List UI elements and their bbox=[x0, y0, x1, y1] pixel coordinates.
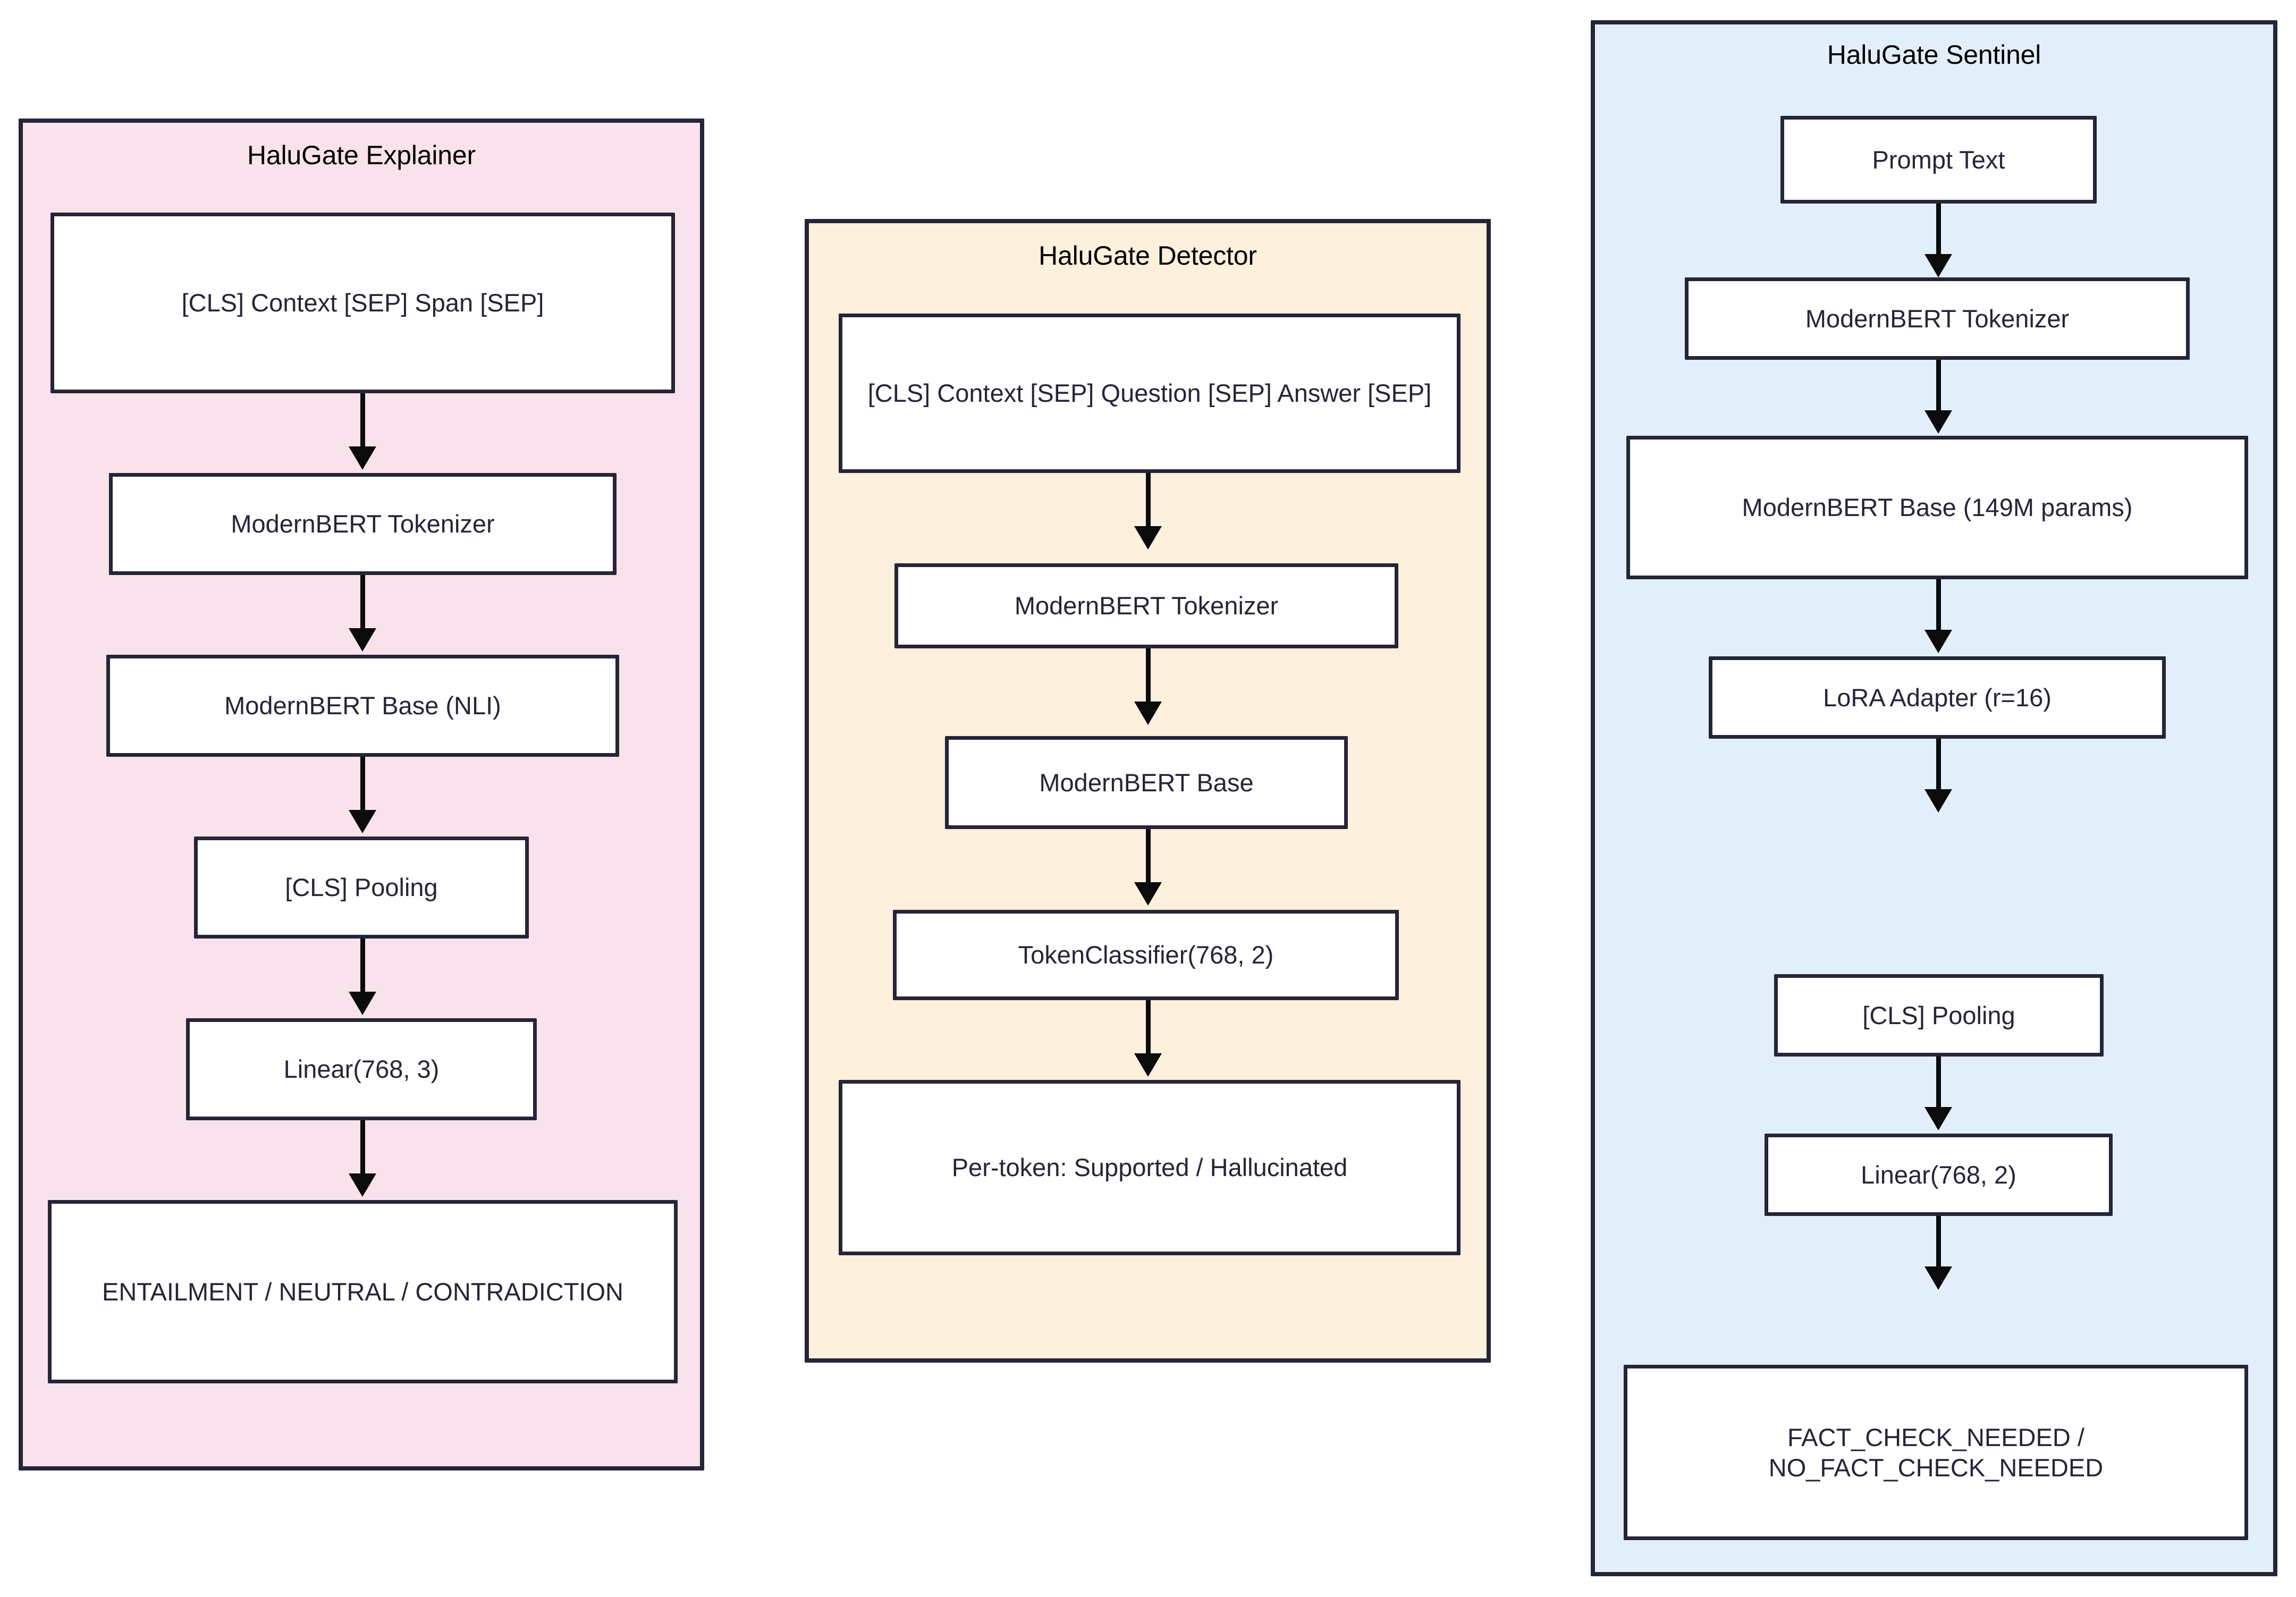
edge-e1-e2 bbox=[360, 393, 365, 455]
edge-arrowhead bbox=[349, 810, 376, 833]
node-label: ENTAILMENT / NEUTRAL / CONTRADICTION bbox=[102, 1277, 623, 1306]
node-detector-base: ModernBERT Base bbox=[945, 736, 1356, 837]
node-label: ModernBERT Base (NLI) bbox=[224, 691, 501, 720]
node-label: ModernBERT Tokenizer bbox=[1014, 592, 1279, 620]
node-detector-tokenizer: ModernBERT Tokenizer bbox=[894, 563, 1406, 656]
cluster-title-explainer: HaluGate Explainer bbox=[247, 140, 476, 170]
edge-arrowhead bbox=[1134, 1053, 1162, 1077]
node-label: ModernBERT Tokenizer bbox=[231, 510, 495, 538]
edge-arrowhead bbox=[349, 992, 376, 1015]
node-label: [CLS] Pooling bbox=[285, 873, 438, 902]
edge-arrowhead bbox=[1924, 789, 1952, 813]
node-explainer-tokenizer: ModernBERT Tokenizer bbox=[109, 473, 624, 583]
node-sentinel-prompt: Prompt Text bbox=[1780, 116, 2105, 212]
edge-s2-s3 bbox=[1936, 360, 1941, 418]
edge-e2-e3 bbox=[360, 575, 365, 637]
edge-arrowhead bbox=[1924, 1107, 1952, 1130]
node-sentinel-output: FACT_CHECK_NEEDED / NO_FACT_CHECK_NEEDED bbox=[1624, 1365, 2256, 1548]
node-label: [CLS] Context [SEP] Question [SEP] Answe… bbox=[867, 379, 1432, 408]
node-explainer-linear: Linear(768, 3) bbox=[186, 1018, 545, 1128]
edge-e4-e5 bbox=[360, 939, 365, 1000]
node-sentinel-lora: LoRA Adapter (r=16) bbox=[1709, 656, 2174, 747]
edge-s3-s4 bbox=[1936, 579, 1941, 638]
node-explainer-pooling: [CLS] Pooling bbox=[194, 836, 537, 947]
edge-s5-s6 bbox=[1936, 1057, 1941, 1115]
node-label: ModernBERT Tokenizer bbox=[1805, 304, 2070, 333]
edge-arrowhead bbox=[1924, 630, 1952, 653]
edge-d2-d3 bbox=[1146, 648, 1151, 710]
edge-arrowhead bbox=[349, 628, 376, 652]
node-label: ModernBERT Base (149M params) bbox=[1742, 493, 2133, 522]
node-label: [CLS] Context [SEP] Span [SEP] bbox=[181, 289, 544, 317]
node-label: Per-token: Supported / Hallucinated bbox=[951, 1153, 1348, 1182]
cluster-title-detector: HaluGate Detector bbox=[1039, 241, 1257, 271]
edge-arrowhead bbox=[1924, 1266, 1952, 1290]
edge-arrowhead bbox=[1924, 410, 1952, 434]
edge-d1-d2 bbox=[1146, 473, 1151, 535]
node-sentinel-tokenizer: ModernBERT Tokenizer bbox=[1685, 277, 2198, 368]
cluster-title-sentinel: HaluGate Sentinel bbox=[1827, 40, 2041, 70]
edge-arrowhead bbox=[1134, 882, 1162, 906]
edge-d3-d4 bbox=[1146, 829, 1151, 891]
node-sentinel-base: ModernBERT Base (149M params) bbox=[1626, 436, 2256, 587]
edge-s6-s7 bbox=[1936, 1216, 1941, 1274]
node-label: Prompt Text bbox=[1872, 145, 2005, 174]
node-label: ModernBERT Base bbox=[1039, 768, 1254, 797]
node-sentinel-pooling: [CLS] Pooling bbox=[1774, 974, 2112, 1064]
node-label: TokenClassifier(768, 2) bbox=[1018, 941, 1274, 969]
node-explainer-output: ENTAILMENT / NEUTRAL / CONTRADICTION bbox=[48, 1200, 686, 1391]
edge-d4-d5 bbox=[1146, 1000, 1151, 1062]
edge-arrowhead bbox=[349, 1173, 376, 1197]
edge-s4-s5 bbox=[1936, 739, 1941, 797]
edge-s1-s2 bbox=[1936, 204, 1941, 262]
edge-arrowhead bbox=[349, 446, 376, 470]
node-label: LoRA Adapter (r=16) bbox=[1823, 683, 2052, 712]
node-sentinel-linear: Linear(768, 2) bbox=[1765, 1134, 2121, 1224]
edge-arrowhead bbox=[1924, 254, 1952, 277]
node-explainer-base: ModernBERT Base (NLI) bbox=[106, 655, 627, 765]
node-detector-input: [CLS] Context [SEP] Question [SEP] Answe… bbox=[839, 314, 1468, 481]
edge-e5-e6 bbox=[360, 1120, 365, 1182]
edge-arrowhead bbox=[1134, 702, 1162, 725]
node-detector-output: Per-token: Supported / Hallucinated bbox=[839, 1080, 1468, 1263]
edge-e3-e4 bbox=[360, 757, 365, 818]
node-detector-tokenclassifier: TokenClassifier(768, 2) bbox=[893, 910, 1407, 1008]
node-label: Linear(768, 3) bbox=[283, 1055, 440, 1084]
node-label: Linear(768, 2) bbox=[1861, 1160, 2016, 1189]
node-label: [CLS] Pooling bbox=[1862, 1001, 2015, 1029]
node-explainer-input: [CLS] Context [SEP] Span [SEP] bbox=[50, 213, 683, 401]
node-label: FACT_CHECK_NEEDED / NO_FACT_CHECK_NEEDED bbox=[1768, 1423, 2104, 1482]
edge-arrowhead bbox=[1134, 526, 1162, 550]
